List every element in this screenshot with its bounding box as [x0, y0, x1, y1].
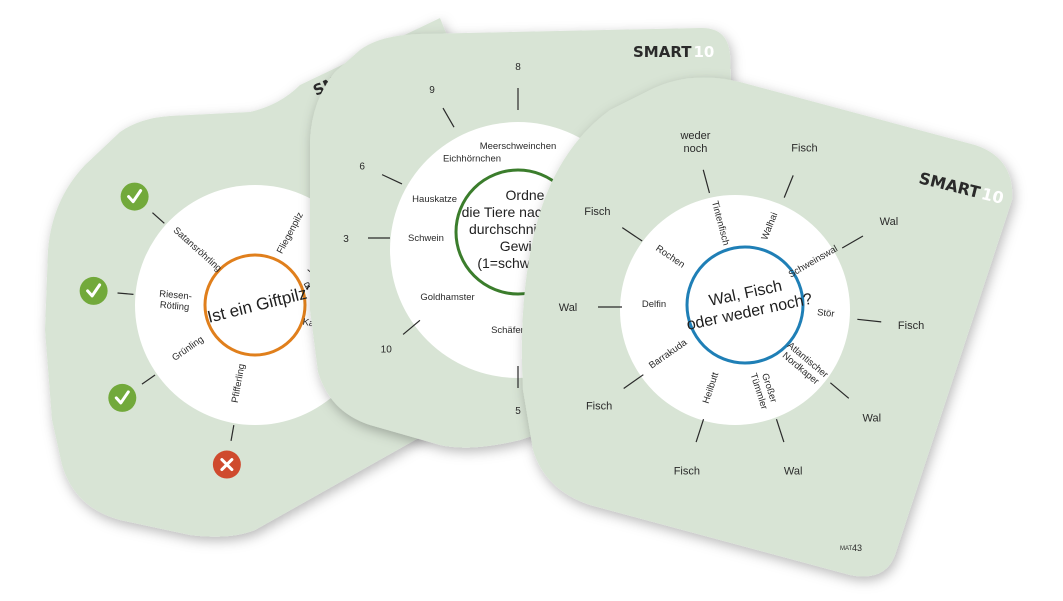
- check-glyph: [86, 283, 102, 298]
- tiere-rank: 6: [359, 161, 365, 172]
- wal-answer: Fisch: [584, 206, 610, 218]
- wal-spoke: [695, 419, 705, 443]
- giftpilz-answer-label: Riesen-Rötling: [158, 289, 193, 314]
- tiere-answer-label: Schäferhund: [491, 325, 545, 336]
- check-icon: [79, 276, 108, 305]
- wal-spoke: [857, 318, 882, 323]
- tiere-rank: 3: [343, 234, 349, 245]
- wal-spoke: [775, 419, 785, 443]
- tiere-rank: 10: [381, 345, 393, 356]
- wal-spoke: [783, 175, 794, 198]
- check-icon: [120, 182, 149, 211]
- tiere-answer-label: Eichhörnchen: [443, 153, 501, 164]
- wal-answer: Wal: [862, 413, 881, 425]
- wal-answer: Wal: [880, 216, 899, 228]
- check-badge: [108, 383, 137, 412]
- wal-answer-label: Stör: [817, 307, 835, 320]
- cross-glyph: [220, 458, 234, 472]
- check-glyph: [127, 189, 143, 204]
- tiere-answer-label: Meerschweinchen: [480, 141, 557, 152]
- check-badge: [79, 276, 108, 305]
- tiere-rank: 5: [515, 406, 521, 417]
- wal-spokes: [598, 169, 882, 443]
- wal-answer-label: Delfin: [642, 299, 666, 310]
- wal-question-ring: [685, 245, 805, 365]
- tiere-answer-label: Schwein: [408, 233, 444, 244]
- wal-answer: Fisch: [898, 320, 924, 332]
- tiere-spoke: [402, 319, 421, 335]
- giftpilz-spoke: [141, 374, 156, 385]
- wal-answer: Fisch: [674, 466, 700, 478]
- giftpilz-question-ring: [203, 253, 307, 357]
- tiere-spoke: [381, 174, 403, 185]
- giftpilz-spoke: [230, 425, 235, 442]
- wal-answer: Fisch: [586, 401, 612, 413]
- wal-spoke: [830, 382, 850, 399]
- tiere-rank: 8: [515, 62, 521, 73]
- wal-card-number: 43: [852, 543, 862, 553]
- check-icon: [108, 383, 137, 412]
- wal-answer: Wal: [784, 466, 803, 478]
- wal-spoke: [621, 227, 643, 242]
- tiere-rank: 9: [429, 85, 435, 96]
- cross-icon: [212, 450, 241, 479]
- tiere-answer-label: Hauskatze: [412, 194, 457, 205]
- wal-answer: Wal: [559, 302, 578, 314]
- wal-spoke: [702, 169, 711, 194]
- giftpilz-spoke: [152, 212, 165, 224]
- tiere-spoke: [442, 107, 455, 128]
- wal-spoke: [623, 374, 644, 389]
- check-badge: [120, 182, 149, 211]
- wal-answer: Fisch: [791, 143, 817, 155]
- tiere-answer-label: Goldhamster: [420, 292, 474, 303]
- giftpilz-spoke: [117, 292, 134, 295]
- wal-card-code: MAT: [840, 546, 853, 552]
- wal-spoke: [841, 235, 864, 249]
- check-glyph: [114, 390, 130, 405]
